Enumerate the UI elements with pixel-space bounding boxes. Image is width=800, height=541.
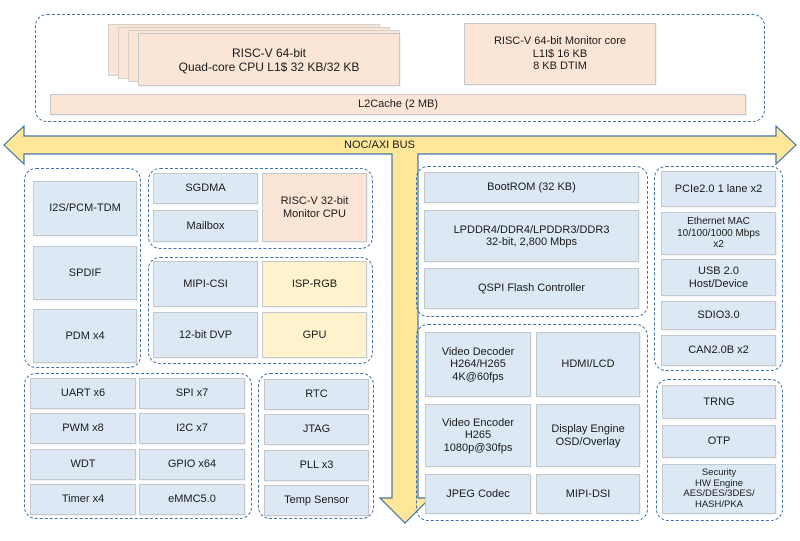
hdmi-lcd-block[interactable]: HDMI/LCD [536, 332, 640, 397]
wdt-block[interactable]: WDT [30, 449, 136, 480]
can-block[interactable]: CAN2.0B x2 [661, 335, 776, 366]
bootrom-block[interactable]: BootROM (32 KB) [424, 172, 639, 203]
connectivity-group [654, 166, 783, 371]
video-decoder-block[interactable]: Video Decoder H264/H265 4K@60fps [425, 332, 531, 397]
sdio-block[interactable]: SDIO3.0 [661, 301, 776, 330]
pdm-block[interactable]: PDM x4 [33, 309, 137, 363]
dma-monitor-group [148, 168, 373, 249]
qspi-flash-block[interactable]: QSPI Flash Controller [424, 268, 639, 309]
camera-graphics-group [148, 257, 373, 364]
rtc-block[interactable]: RTC [264, 379, 369, 410]
temp-sensor-block[interactable]: Temp Sensor [264, 485, 369, 516]
audio-group [24, 168, 141, 368]
l2cache-block[interactable]: L2Cache (2 MB) [50, 94, 746, 115]
usb-block[interactable]: USB 2.0 Host/Device [661, 259, 776, 296]
pwm-block[interactable]: PWM x8 [30, 413, 136, 444]
otp-block[interactable]: OTP [662, 425, 776, 458]
spi-block[interactable]: SPI x7 [139, 378, 245, 409]
memory-group [416, 166, 648, 317]
security-engine-block[interactable]: Security HW Engine AES/DES/3DES/ HASH/PK… [662, 464, 776, 514]
bus-label: NOC/AXI BUS [344, 139, 415, 151]
trng-block[interactable]: TRNG [662, 385, 776, 419]
gpio-block[interactable]: GPIO x64 [139, 449, 245, 480]
i2c-block[interactable]: I2C x7 [139, 413, 245, 444]
security-group [656, 379, 783, 521]
mipi-dsi-block[interactable]: MIPI-DSI [536, 474, 640, 514]
ethernet-mac-block[interactable]: Ethernet MAC 10/100/1000 Mbps x2 [661, 212, 776, 255]
system-group [258, 373, 374, 519]
pcie-block[interactable]: PCIe2.0 1 lane x2 [661, 171, 776, 207]
gpu-block[interactable]: GPU [262, 312, 367, 358]
timer-block[interactable]: Timer x4 [30, 484, 136, 515]
bus-shape [3, 124, 797, 524]
jtag-block[interactable]: JTAG [264, 414, 369, 445]
mailbox-block[interactable]: Mailbox [153, 210, 258, 242]
jpeg-codec-block[interactable]: JPEG Codec [425, 474, 531, 514]
sgdma-block[interactable]: SGDMA [153, 173, 258, 204]
video-encoder-block[interactable]: Video Encoder H265 1080p@30fps [425, 404, 531, 467]
isp-rgb-block[interactable]: ISP-RGB [262, 261, 367, 307]
mipi-csi-block[interactable]: MIPI-CSI [153, 261, 258, 307]
ddr-controller-block[interactable]: LPDDR4/DDR4/LPDDR3/DDR3 32-bit, 2,800 Mb… [424, 210, 639, 262]
i2s-pcm-tdm-block[interactable]: I2S/PCM-TDM [33, 181, 137, 236]
pll-block[interactable]: PLL x3 [264, 450, 369, 481]
peripherals-group [24, 373, 252, 519]
monitor-core-block[interactable]: RISC-V 64-bit Monitor core L1I$ 16 KB 8 … [464, 23, 656, 85]
display-engine-block[interactable]: Display Engine OSD/Overlay [536, 404, 640, 467]
cpu-complex-group [35, 14, 765, 122]
main-cpu-block[interactable]: RISC-V 64-bit Quad-core CPU L1$ 32 KB/32… [138, 33, 400, 86]
multimedia-group [416, 324, 648, 521]
emmc-block[interactable]: eMMC5.0 [139, 484, 245, 515]
uart-block[interactable]: UART x6 [30, 378, 136, 409]
spdif-block[interactable]: SPDIF [33, 246, 137, 300]
dvp-block[interactable]: 12-bit DVP [153, 312, 258, 358]
monitor-cpu-block[interactable]: RISC-V 32-bit Monitor CPU [262, 173, 367, 242]
